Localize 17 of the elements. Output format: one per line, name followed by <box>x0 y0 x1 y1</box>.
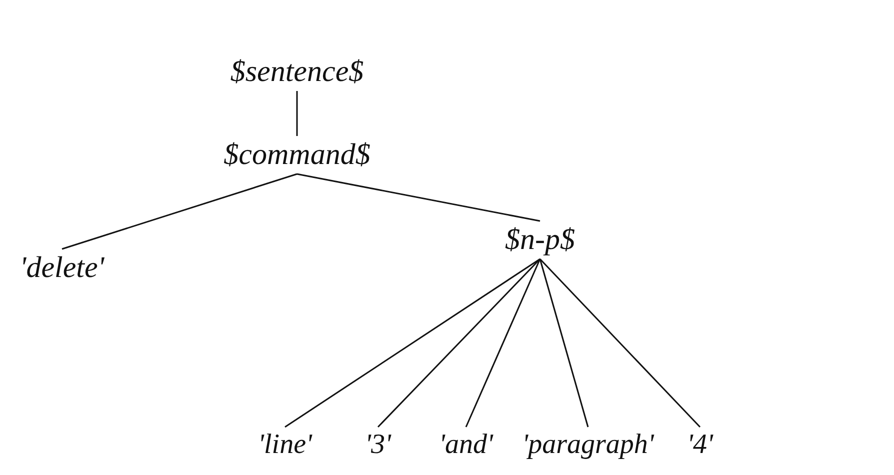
tree-node-label: 'and' <box>435 427 497 463</box>
tree-line <box>62 173 298 250</box>
tree-line <box>539 258 701 428</box>
tree-node-label: 'line' <box>254 427 316 463</box>
tree-node-label: $command$ <box>220 136 374 174</box>
tree-line <box>465 258 541 428</box>
tree-line <box>296 91 298 136</box>
tree-node-label: '3' <box>361 427 395 463</box>
tree-line <box>377 258 541 428</box>
tree-line <box>539 258 589 428</box>
tree-node-label: 'paragraph' <box>518 427 658 463</box>
tree-node-label: $sentence$ <box>226 53 368 91</box>
tree-node-label: $n-p$ <box>501 221 579 259</box>
tree-line <box>284 258 540 428</box>
tree-node-label: '4' <box>683 427 717 463</box>
tree-line <box>296 173 540 222</box>
tree-node-label: 'delete' <box>16 249 108 287</box>
